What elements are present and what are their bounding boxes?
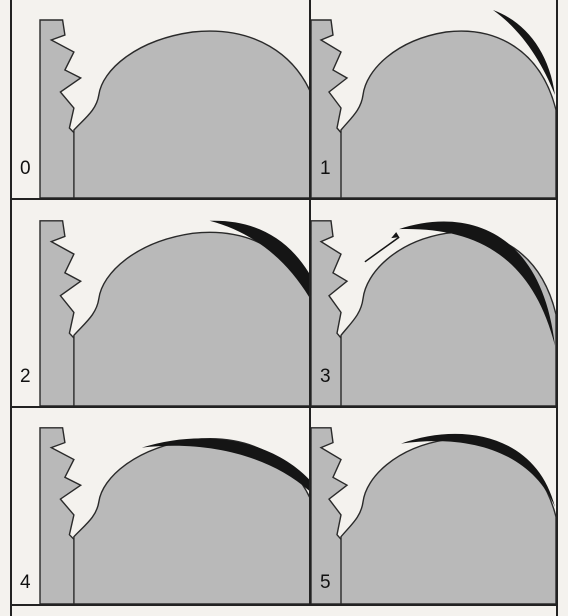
panel-label: 5 <box>320 572 331 594</box>
panel-label: 0 <box>20 158 31 180</box>
panel-drawing <box>12 200 309 406</box>
panel-label: 4 <box>20 572 31 594</box>
bone-head-shape <box>341 31 556 198</box>
panel-label: 1 <box>320 158 331 180</box>
bone-head-shape <box>74 31 309 198</box>
panel-drawing <box>311 408 556 604</box>
panel-drawing <box>12 0 309 198</box>
panel-stage-2 <box>12 200 309 406</box>
arrow-head <box>391 232 399 238</box>
panel-stage-4 <box>12 408 309 604</box>
panel-stage-5 <box>311 408 556 604</box>
panel-stage-3 <box>311 200 556 406</box>
panel-drawing <box>311 200 556 406</box>
panel-drawing <box>311 0 556 198</box>
panel-label: 2 <box>20 366 31 388</box>
row-divider-3 <box>12 604 556 606</box>
panel-stage-1 <box>311 0 556 198</box>
bone-head-shape <box>74 232 309 406</box>
panel-drawing <box>12 408 309 604</box>
panel-label: 3 <box>320 366 331 388</box>
panel-stage-0 <box>12 0 309 198</box>
bone-head-shape <box>341 232 556 406</box>
